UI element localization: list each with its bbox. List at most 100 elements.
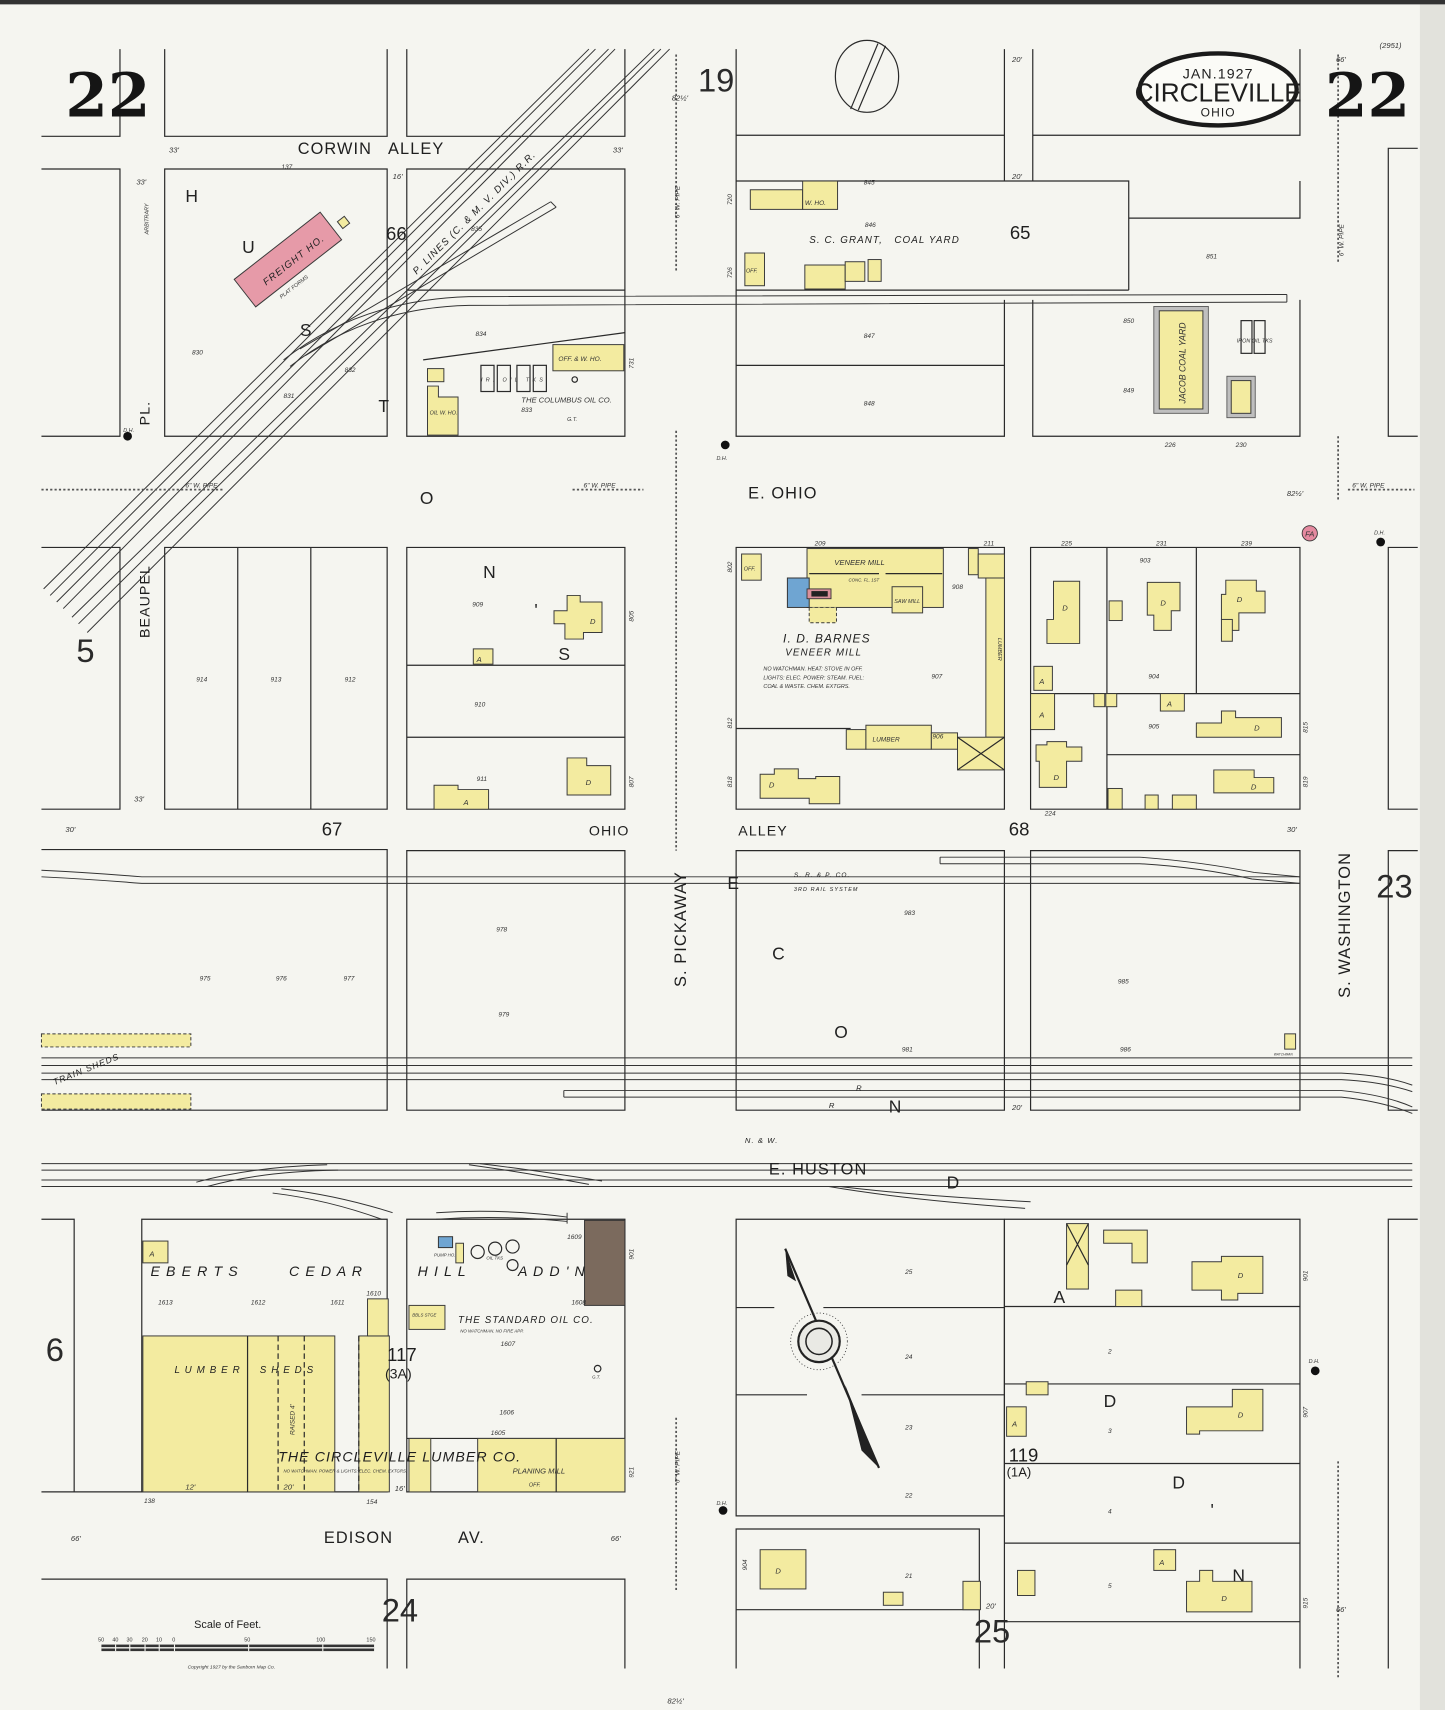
label-off-w-ho: OFF. & W. HO. xyxy=(558,356,601,363)
lot-number: 137 xyxy=(281,164,292,171)
addition-name-eberts: E B E R T S C E D A R H I L L A D D ' N xyxy=(151,1264,585,1280)
paper-edge xyxy=(1419,0,1445,1710)
label-sc-grant: S. C. GRANT, COAL YARD xyxy=(809,235,960,246)
address-number: 720 xyxy=(727,194,734,205)
street-ohio-alley-1: OHIO xyxy=(589,823,630,839)
lot-number: 850 xyxy=(1123,318,1134,325)
lot-numbers: 137 830 831 832 833 834 835 845 846 847 … xyxy=(144,164,1252,1590)
lot-number: 231 xyxy=(1155,540,1167,547)
addition-letter: O xyxy=(834,1022,848,1042)
dwelling-mark: D xyxy=(586,778,592,787)
addition-letter: A xyxy=(1053,1287,1065,1307)
columbus-oil-warehouse xyxy=(427,385,459,436)
label-lumber-vertical: LUMBER xyxy=(996,638,1002,661)
fire-hydrants xyxy=(123,431,1386,1515)
eberts-word: E B E R T S xyxy=(151,1264,239,1280)
label-circleville-lumber: THE CIRCLEVILLE LUMBER CO. xyxy=(278,1449,521,1465)
lot-number: 154 xyxy=(366,1499,377,1506)
saw-mill xyxy=(891,586,924,614)
address-number: 907 xyxy=(1303,1406,1310,1417)
auto-mark: A xyxy=(1158,1558,1164,1567)
label-pump-ho: PUMP HO. xyxy=(434,1252,455,1257)
lot-number: 833 xyxy=(521,407,532,414)
lot-number: 138 xyxy=(144,1498,155,1505)
lot-number: 830 xyxy=(192,349,203,356)
label-barnes-note-1: NO WATCHMAN. HEAT: STOVE IN OFF. xyxy=(763,667,862,673)
block-outlines xyxy=(41,49,1418,1669)
lot-number: 1610 xyxy=(366,1291,381,1298)
dimension: 82½' xyxy=(672,93,689,102)
street-labels: CORWIN ALLEY BEAUPEL PL. E. OHIO OHIO AL… xyxy=(137,140,1354,1547)
addition-letter: N xyxy=(889,1096,902,1116)
label-saw-mill: SAW MILL xyxy=(894,599,920,605)
lot-number: 907 xyxy=(931,673,942,680)
sheet-number-right: 22 xyxy=(1325,61,1410,132)
lot-number: 909 xyxy=(472,601,483,608)
label-jacob-coal-yard: JACOB COAL YARD xyxy=(1177,322,1187,405)
rr-r-label: R xyxy=(856,1084,863,1093)
dimension: 16' xyxy=(393,172,403,181)
street-s-washington: S. WASHINGTON xyxy=(1336,852,1354,998)
lot-number: 986 xyxy=(1120,1046,1131,1053)
buildings xyxy=(40,180,1297,1613)
lot-number: 1612 xyxy=(251,1299,266,1306)
address-number: 805 xyxy=(629,610,636,621)
addition-letter: N xyxy=(1232,1565,1245,1585)
address-number: 904 xyxy=(742,1559,749,1570)
north-arrow-compass-icon xyxy=(784,1248,880,1469)
adjacent-sheet-south-left: 24 xyxy=(382,1592,418,1629)
block-119-sub: (1A) xyxy=(1007,1465,1032,1480)
barrel-storage xyxy=(408,1304,446,1330)
adjacent-sheet-south-right: 25 xyxy=(974,1612,1010,1649)
dimension: 20' xyxy=(1011,172,1022,181)
lot-number: 906 xyxy=(932,733,943,740)
dimension-labels: 33' 33' 33' 16' 20' 20' 66' 33' 30' 30' … xyxy=(65,55,1346,1705)
planing-mill xyxy=(477,1437,626,1493)
scale-tick: 30 xyxy=(127,1637,133,1643)
lot-number: 22 xyxy=(904,1492,913,1499)
dwelling-mark: D xyxy=(769,780,775,789)
addition-name-huston-second: H U S T O N ' S E C O N D A D D ' N xyxy=(185,186,1245,1586)
grant-office xyxy=(744,252,765,287)
block-65: 65 xyxy=(1010,222,1031,243)
lot-number: 24 xyxy=(904,1354,913,1361)
hydrant-icon xyxy=(123,431,132,441)
scale-bar: Scale of Feet. 50 40 30 20 10 0 50 100 1… xyxy=(98,1619,375,1670)
addition-letter: H xyxy=(185,186,198,206)
adjacent-sheet-west-upper: 5 xyxy=(76,632,94,669)
lot-number: 1606 xyxy=(499,1409,514,1416)
label-gauge-tank: G.T. xyxy=(567,417,577,423)
symbol-labels: D.H. D.H. D.H. D.H. D.H. ARBITRARY xyxy=(123,203,1385,1507)
label-lumber-note: NO WATCHMAN. POWER & LIGHTS: ELEC. CHEM.… xyxy=(284,1468,408,1473)
lot-number: 975 xyxy=(200,975,211,982)
label-arbitrary: ARBITRARY xyxy=(144,203,150,235)
addition-letter: ' xyxy=(1211,1500,1214,1520)
hydrant-icon xyxy=(1376,537,1386,547)
dwelling-mark: D xyxy=(775,1567,781,1576)
dwelling-mark: D xyxy=(1238,1271,1244,1280)
label-conc-fl: CONC. FL. 1ST xyxy=(848,577,879,582)
dimension: 20' xyxy=(985,1602,996,1611)
dimension: 20' xyxy=(1011,55,1022,64)
addition-letter: U xyxy=(242,237,255,257)
lot-number: 25 xyxy=(904,1269,913,1276)
lot-number: 21 xyxy=(904,1573,913,1580)
pipe-label: 6" W. PIPE xyxy=(674,185,681,218)
lot-number: 983 xyxy=(904,910,915,917)
lot-number: 905 xyxy=(1148,723,1159,730)
warehouse-stone xyxy=(584,1219,626,1306)
lot-number: 834 xyxy=(475,331,486,338)
block-68: 68 xyxy=(1009,818,1030,839)
label-raised: RAISED 4' xyxy=(289,1403,296,1435)
watchman-house xyxy=(1284,1033,1297,1050)
lot-number: 912 xyxy=(345,677,356,684)
label-barnes-note-2: LIGHTS: ELEC. POWER: STEAM. FUEL: xyxy=(763,675,864,681)
lot-number: 846 xyxy=(865,222,876,229)
lot-number: 1608 xyxy=(571,1299,586,1306)
scale-tick: 40 xyxy=(112,1637,118,1643)
dimension: 16' xyxy=(395,1484,405,1493)
dimension: 33' xyxy=(169,146,179,155)
dimension: 30' xyxy=(1287,825,1297,834)
pipe-label: 6" W. PIPE xyxy=(185,482,218,489)
dwelling-mark: D xyxy=(1254,724,1260,733)
